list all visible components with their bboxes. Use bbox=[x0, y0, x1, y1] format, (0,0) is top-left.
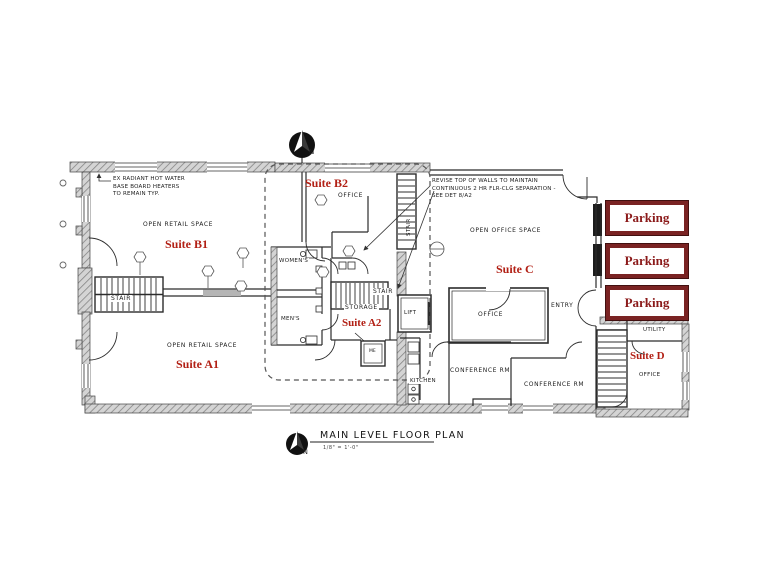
office-d-label: OFFICE bbox=[639, 372, 661, 378]
drawing-scale: 1/8" = 1'-0" bbox=[323, 445, 359, 451]
parking-stall-1: Parking bbox=[606, 201, 688, 235]
entry-label: ENTRY bbox=[551, 302, 574, 309]
conference-2-label: CONFERENCE RM bbox=[524, 381, 585, 388]
north-label-title: N bbox=[303, 448, 309, 456]
suite-b1-label: Suite B1 bbox=[165, 237, 209, 251]
mens-label: MEN'S bbox=[280, 316, 301, 322]
north-label-top: N bbox=[309, 148, 315, 156]
title-north-arrow-icon bbox=[286, 431, 308, 455]
open-retail-b1-label: OPEN RETAIL SPACE bbox=[143, 221, 214, 228]
office-c-label: OFFICE bbox=[478, 311, 503, 318]
parking-stall-2-label: Parking bbox=[624, 253, 670, 268]
suite-b2-label: Suite B2 bbox=[305, 176, 349, 190]
office-c-room bbox=[448, 285, 549, 344]
open-retail-a1-label: OPEN RETAIL SPACE bbox=[167, 342, 238, 349]
walls-annotation: REVISE TOP OF WALLS TO MAINTAIN CONTINUO… bbox=[432, 178, 556, 200]
leader-lines bbox=[96, 173, 435, 289]
storage-label: STORAGE bbox=[344, 304, 379, 311]
stair-upper-label: STAIR bbox=[406, 218, 412, 236]
open-office-label: OPEN OFFICE SPACE bbox=[470, 227, 542, 234]
suite-c-label: Suite C bbox=[496, 262, 534, 276]
parking-stall-1-label: Parking bbox=[624, 210, 670, 225]
column-markers bbox=[59, 179, 67, 269]
suite-a2-label: Suite A2 bbox=[342, 317, 382, 329]
womens-label: WOMEN'S bbox=[278, 258, 310, 264]
drawing-title: MAIN LEVEL FLOOR PLAN bbox=[320, 430, 465, 441]
kitchen-label: KITCHEN bbox=[409, 378, 437, 384]
north-arrow-icon bbox=[289, 130, 315, 163]
stair-mid-label: STAIR bbox=[372, 288, 395, 295]
tenant-boundary-dashed bbox=[264, 163, 431, 381]
utility-label: UTILITY bbox=[642, 327, 667, 333]
lift-label: LIFT bbox=[403, 310, 418, 316]
stair-left-label: STAIR bbox=[110, 295, 133, 302]
suite-a1-label: Suite A1 bbox=[176, 357, 220, 371]
parking-stall-3-label: Parking bbox=[624, 295, 670, 310]
suite-d-label: Suite D bbox=[630, 350, 665, 362]
office-b2-label: OFFICE bbox=[338, 192, 363, 199]
windows bbox=[82, 161, 689, 414]
conference-1-label: CONFERENCE RM bbox=[450, 367, 511, 374]
mech-label: ME bbox=[368, 349, 377, 354]
mech-box bbox=[354, 332, 386, 367]
parking-stall-2: Parking bbox=[606, 244, 688, 278]
wall-tags bbox=[133, 194, 445, 292]
doors bbox=[88, 174, 646, 408]
parking-stall-3: Parking bbox=[606, 286, 688, 320]
heaters-annotation: EX RADIANT HOT WATER BASE BOARD HEATERS … bbox=[113, 176, 185, 198]
